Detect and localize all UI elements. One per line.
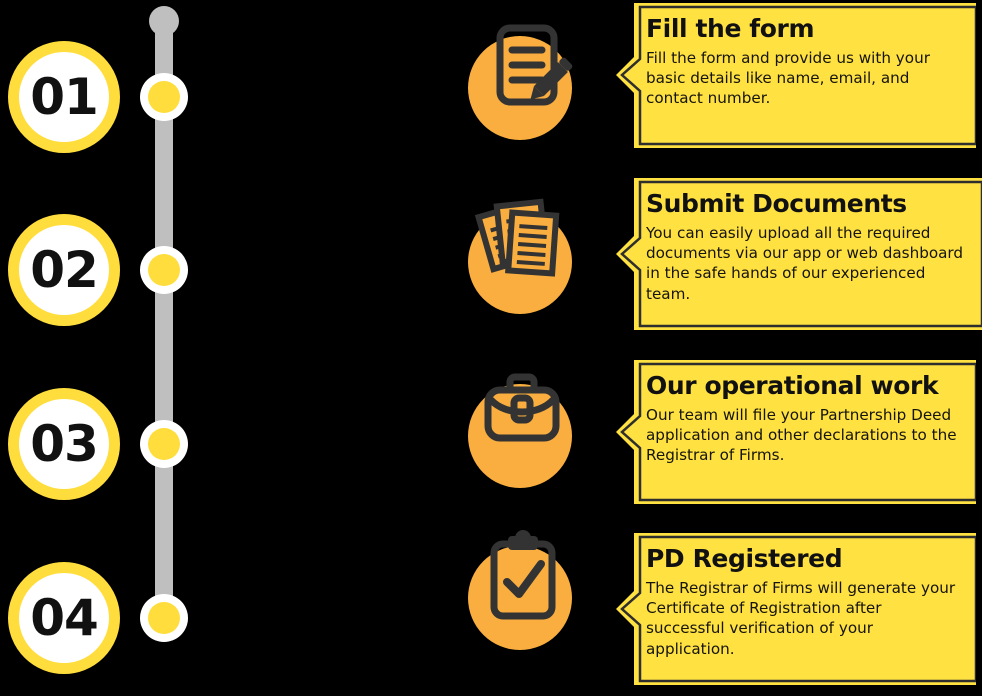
step-card-1: Fill the form Fill the form and provide … bbox=[616, 3, 976, 148]
card-content: Fill the form Fill the form and provide … bbox=[646, 15, 960, 109]
card-shape bbox=[616, 533, 976, 685]
card-description: The Registrar of Firms will generate you… bbox=[646, 579, 956, 658]
timeline-dot-1 bbox=[140, 73, 188, 121]
step-card-2: Submit Documents You can easily upload a… bbox=[616, 178, 982, 330]
step-icon-4 bbox=[468, 530, 572, 650]
step-number-label: 02 bbox=[30, 241, 99, 299]
step-number-label: 04 bbox=[30, 589, 99, 647]
step-icon-1 bbox=[468, 22, 573, 140]
form-document-pencil-icon bbox=[496, 24, 573, 106]
step-badge-3: 03 bbox=[8, 388, 120, 500]
timeline-dot-3 bbox=[140, 420, 188, 468]
card-content: Submit Documents You can easily upload a… bbox=[646, 190, 966, 304]
card-title: Submit Documents bbox=[646, 189, 907, 218]
step-badge-1: 01 bbox=[8, 41, 120, 153]
step-icon-3 bbox=[468, 370, 572, 488]
card-shape bbox=[616, 3, 976, 148]
card-shape bbox=[616, 178, 982, 330]
card-shape bbox=[616, 360, 976, 504]
step-card-3: Our operational work Our team will file … bbox=[616, 360, 976, 504]
stacked-documents-icon bbox=[474, 198, 560, 277]
timeline-dot-inner bbox=[148, 81, 180, 113]
card-description: You can easily upload all the required d… bbox=[646, 224, 964, 303]
step-badge-4: 04 bbox=[8, 562, 120, 674]
card-title: Fill the form bbox=[646, 14, 815, 43]
card-content: Our operational work Our team will file … bbox=[646, 372, 960, 466]
timeline-dot-2 bbox=[140, 246, 188, 294]
step-card-4: PD Registered The Registrar of Firms wil… bbox=[616, 533, 976, 685]
timeline-dot-inner bbox=[148, 602, 180, 634]
timeline-dot-inner bbox=[148, 428, 180, 460]
card-description: Fill the form and provide us with your b… bbox=[646, 49, 930, 108]
timeline-dot-inner bbox=[148, 254, 180, 286]
clipboard-check-icon bbox=[490, 530, 556, 620]
card-title: PD Registered bbox=[646, 544, 843, 573]
timeline-dot-4 bbox=[140, 594, 188, 642]
step-number-label: 01 bbox=[30, 68, 99, 126]
step-number-label: 03 bbox=[30, 415, 99, 473]
step-icon-2 bbox=[468, 196, 572, 314]
card-description: Our team will file your Partnership Deed… bbox=[646, 406, 957, 465]
card-title: Our operational work bbox=[646, 371, 939, 400]
briefcase-icon bbox=[484, 373, 560, 442]
card-content: PD Registered The Registrar of Firms wil… bbox=[646, 545, 960, 659]
step-badge-2: 02 bbox=[8, 214, 120, 326]
